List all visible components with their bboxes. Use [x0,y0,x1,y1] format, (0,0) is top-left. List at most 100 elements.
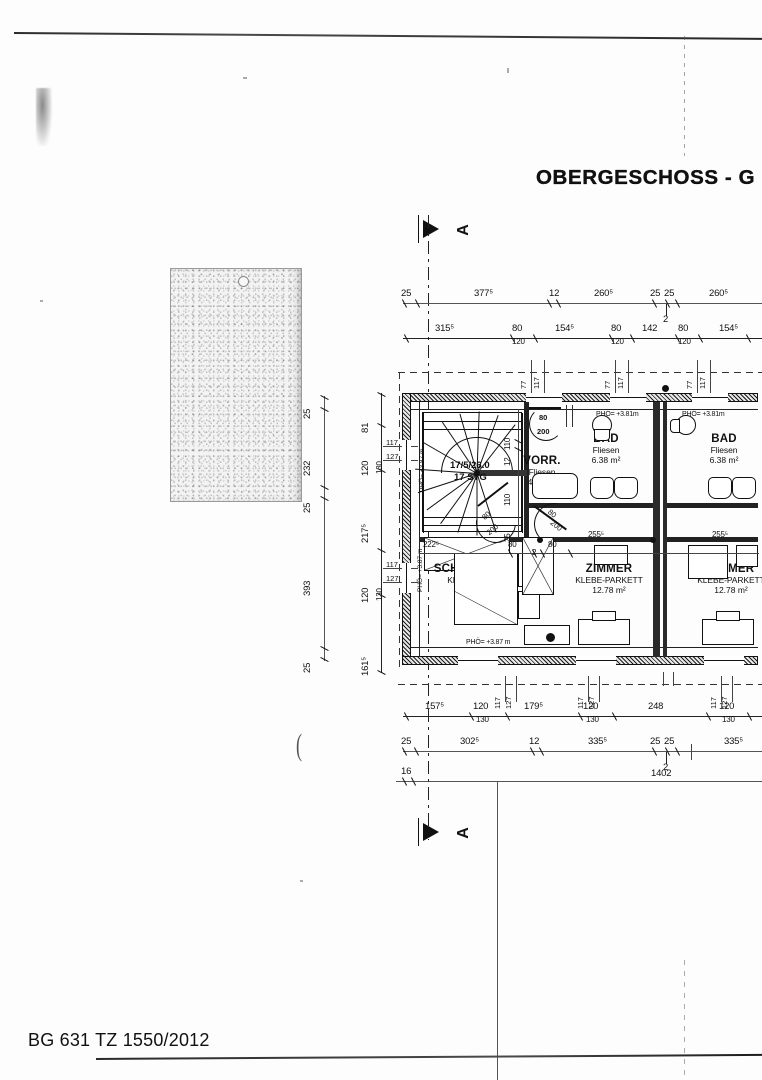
door-width-1: 80 [539,413,548,422]
column-marker-top [662,385,669,392]
exterior-wall-left [402,393,411,665]
dim-bottom-outer-sub-0: 2 [663,762,669,773]
section-letter-bottom: A [454,827,472,839]
dim-left-inner-0: 81 [360,422,371,433]
window-tag-left-1b: 127 [386,452,399,461]
dim-left-inner-4: 161⁵ [360,657,371,676]
door-swing-bad-left [529,407,563,441]
nightstand-b [518,591,540,619]
dim-left-inner-1: 120 [360,460,371,476]
dim-line-left-outer [324,396,325,661]
scan-edge-line [13,32,762,40]
dim-vorraum-1: 12 [503,457,512,467]
sink-right-a [708,477,732,499]
dim-line-top-inner [403,338,762,339]
level-note-schlafzimmer-side: PHÖ= +3.87 m [417,548,424,592]
door-height-1: 200 [537,427,550,436]
dim-top-inner-3-sub: 120 [611,337,624,346]
room-area-zimmer-mid: 12.78 m² [592,585,626,595]
window-tag-bottom-1a: 117 [493,697,502,709]
dim-top-outer-sub-0: 2 [663,314,669,325]
dim-top-inner-0: 315⁵ [435,323,454,334]
room-material-bad-right: Fliesen [710,445,738,455]
dim-left-inner-2: 217⁵ [360,524,371,543]
dim-top-inner-1: 80 [512,323,523,334]
dim-left-outer-2: 25 [302,502,313,513]
scan-fold-mark-lower [684,960,685,1080]
room-label-bad-right: BAD Fliesen 6.38 m² [694,433,754,465]
page-title: OBERGESCHOSS - G [536,166,756,189]
dim-top-outer-5: 25 [664,288,675,299]
dim-top-outer-0: 25 [401,288,412,299]
interior-wall-bad-right-bottom [667,503,758,508]
scan-line-lower-horizontal [396,781,762,783]
dim-bottom-inner-0: 157⁵ [425,701,444,712]
dim-top-outer-2: 12 [549,288,560,299]
stair-steps-note: 17 STG [454,472,487,483]
dim-left-outer-0: 25 [302,408,313,419]
room-material-zimmer-right: KLEBE-PARKETT [697,575,762,585]
interior-wall-right-mid [667,537,758,542]
window-tag-left-2a: 117 [386,560,398,569]
dim-bottom-inner-3: 120 [583,701,599,712]
dim-extension-top [398,372,762,373]
window-tag-left-1a: 117 [386,438,398,447]
dim-line-left-inner [381,393,382,673]
floor-plan-drawing: 17/5/26.0 17 STG PHÖ= +3.87 m VORR. Flie… [398,385,762,670]
scan-pen-mark: ( [296,727,302,762]
dim-interior-1: 80 [508,540,517,549]
dim-bottom-inner-1: 120 [473,701,489,712]
dim-bottom-outer-6: 335⁵ [724,736,743,747]
dim-extension-bottom [398,684,762,685]
dim-top-outer-4: 25 [650,288,661,299]
bathtub-left [532,473,578,499]
dim-top-outer-1: 377⁵ [474,288,493,299]
party-wall-1 [653,402,660,657]
scan-line-lower-vertical [497,782,499,1080]
dim-interior-5: 255⁵ [712,530,728,539]
dim-extension-left [399,372,400,672]
dim-top-inner-2: 154⁵ [555,323,574,334]
dim-line-bottom-inner [403,716,762,717]
radiator-zimmer-mid [578,619,630,645]
dim-bottom-inner-5-sub: 130 [722,715,735,724]
dim-interior-0: 222⁵ [423,540,439,549]
shaft-mid [522,537,554,595]
level-note-bad-left: PHÖ= +3.81m [596,411,639,418]
stair-level-note: PHÖ= +3.87 m [419,448,426,492]
dim-left-inner-1-sub: 130 [375,461,384,474]
window-tag-left-2b: 127 [386,574,399,583]
room-name-bad-right: BAD [711,433,737,445]
dim-vorraum-0: 110 [503,437,512,450]
room-material-bad-left: Fliesen [592,445,620,455]
dim-top-outer-6: 260⁵ [709,288,728,299]
room-material-zimmer-mid: KLEBE-PARKETT [575,575,643,585]
scan-speck [243,77,247,79]
document-code: BG 631 TZ 1550/2012 [28,1030,210,1050]
section-letter-top: A [454,224,472,236]
room-name-zimmer-mid: ZIMMER [585,563,633,575]
dim-bottom-total: 1402 [651,768,672,779]
furniture-zimmer-right [688,545,728,579]
scan-speck [300,880,303,882]
sink-right-b [732,477,756,499]
dim-top-inner-4: 142 [642,323,658,334]
dim-bottom-outer-3: 335⁵ [588,736,607,747]
room-area-bad-left: 6.38 m² [591,455,621,465]
stamp-punch-hole [238,276,249,287]
radiator-cap-right [716,611,740,621]
dim-bottom-inner-4: 248 [648,701,664,712]
dim-bottom-outer-0: 25 [401,736,412,747]
dim-top-inner-5: 80 [678,323,689,334]
room-material-vorraum: Fliesen [528,467,556,477]
dim-top-inner-5-sub: 120 [678,337,691,346]
room-label-zimmer-mid: ZIMMER KLEBE-PARKETT 12.78 m² [564,563,654,595]
level-note-bad-right: PHÖ= +3.81m [682,411,725,418]
interior-wall-bad-bottom [529,503,653,508]
dim-top-outer-3: 260⁵ [594,288,613,299]
dim-top-inner-3: 80 [611,323,622,334]
dim-top-inner-1-sub: 120 [512,337,525,346]
sink-left-b [614,477,638,499]
dim-interior-2: 2 [532,548,537,557]
